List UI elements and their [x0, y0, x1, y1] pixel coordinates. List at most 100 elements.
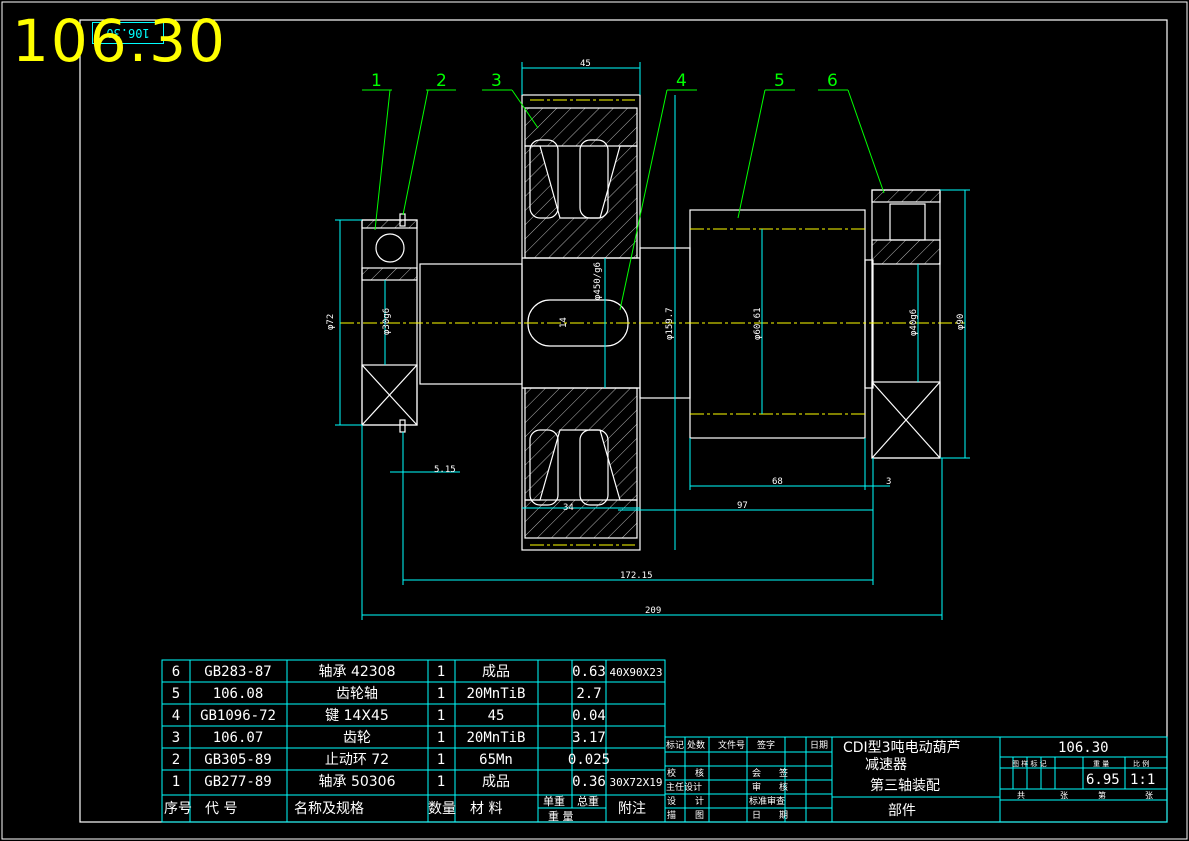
tb-r4a: 设: [667, 796, 676, 807]
tb-r2d: 签: [779, 767, 788, 779]
bom-header-total: 总重: [577, 794, 599, 808]
bom-cell-material: 成品: [482, 774, 510, 790]
dim-6061: φ60.61: [753, 307, 763, 340]
bom-cell-total: 0.63: [572, 664, 606, 680]
product-line-3: 第三轴装配: [870, 777, 940, 794]
part-leaders: [362, 89, 885, 311]
tb-r3a: 主任设计: [666, 781, 702, 793]
tb-weight-header2: 重 量: [1093, 760, 1109, 768]
tb-sheet-total: 共: [1017, 791, 1025, 800]
dim-90: φ90: [956, 314, 966, 330]
bom-header-no: 序号: [164, 801, 192, 817]
bom-cell-total: 3.17: [572, 730, 606, 746]
dim-209: 209: [645, 606, 661, 616]
part-label-4: 4: [676, 71, 687, 91]
dim-172: 172.15: [620, 571, 653, 581]
tb-sheet-no: 张: [1060, 791, 1068, 800]
bom-cell-qty: 1: [437, 774, 445, 790]
tb-ratio-header: 比 例: [1133, 759, 1149, 768]
bom-cell-note: 40X90X23: [610, 666, 663, 679]
dim-72: φ72: [326, 314, 336, 330]
bom-header-note: 附注: [618, 801, 646, 817]
tb-r5c: 日: [752, 810, 761, 821]
bom-cell-material: 45: [488, 708, 505, 724]
part-label-3: 3: [491, 71, 502, 91]
bom-cell-material: 成品: [482, 664, 510, 680]
bom-cell-name: 轴承 50306: [319, 774, 396, 790]
bom-cell-name: 齿轮轴: [336, 686, 378, 702]
bom-cell-no: 6: [172, 664, 180, 680]
tb-r1-0: 标记: [666, 739, 684, 751]
bom-header-unit: 单重: [543, 794, 565, 808]
part-label-6: 6: [827, 71, 838, 91]
tb-r5b: 图: [695, 810, 704, 821]
tb-sheet-word2: 张: [1145, 791, 1153, 800]
bom-cell-qty: 1: [437, 664, 445, 680]
bom-cell-name: 轴承 42308: [319, 664, 396, 680]
tb-r3c: 核: [779, 781, 788, 793]
bom-cell-no: 2: [172, 752, 180, 768]
bom-cell-name: 键 14X45: [325, 708, 389, 724]
bom-cell-total: 0.025: [568, 752, 610, 768]
dim-97: 97: [737, 501, 748, 511]
part-label-2: 2: [436, 71, 447, 91]
dim-450: φ450/g6: [593, 262, 603, 300]
dimension-lines: [335, 62, 970, 620]
dim-34: 34: [563, 503, 574, 513]
part-label-5: 5: [774, 71, 785, 91]
bom-cell-no: 1: [172, 774, 180, 790]
bom-cell-qty: 1: [437, 708, 445, 724]
bom-header-weight: 重 量: [548, 809, 574, 823]
bom-cell-name: 止动环 72: [325, 752, 389, 768]
bom-cell-no: 3: [172, 730, 180, 746]
dim-14: 14: [559, 317, 569, 328]
bom-header-code: 代 号: [205, 801, 237, 817]
bom-row: 2 GB305-89 止动环 72 1 65Mn 0.025: [172, 752, 610, 768]
bom-header-qty: 数量: [428, 801, 456, 817]
tb-r1-3: 签字: [757, 739, 775, 751]
bom-cell-total: 0.36: [572, 774, 606, 790]
bom-cell-code: GB1096-72: [200, 708, 276, 724]
bom-cell-material: 65Mn: [479, 752, 513, 768]
shaft: [419, 209, 874, 439]
tb-r1-4: 日期: [810, 740, 828, 751]
title-block-labels: 标记 处数 文件号 签字 日期 校 核 会 签 主任设计 审 核 设 计 标准审…: [666, 739, 1155, 821]
title-block-drawing-no: 106.30: [1058, 740, 1109, 756]
tb-weight-header: 图 样 标 记: [1012, 759, 1047, 768]
tb-r1-2: 文件号: [718, 739, 745, 751]
tb-weight: 6.95: [1086, 772, 1120, 788]
tb-r3b: 审: [752, 781, 761, 793]
product-line-1: CDⅠ型3吨电动葫芦: [843, 740, 961, 756]
part-label-1: 1: [371, 71, 382, 91]
tb-r4c: 标准审查: [749, 795, 785, 807]
tb-ratio: 1:1: [1130, 772, 1155, 788]
bom-cell-material: 20MnTiB: [466, 686, 525, 702]
bearing-right: [871, 189, 941, 459]
bom-cell-no: 4: [172, 708, 180, 724]
bom-cell-qty: 1: [437, 686, 445, 702]
bom-cell-code: 106.08: [213, 686, 264, 702]
bom-cell-code: GB277-89: [204, 774, 271, 790]
bom-cell-material: 20MnTiB: [466, 730, 525, 746]
bom-cell-total: 2.7: [576, 686, 601, 702]
gear: [521, 94, 641, 551]
bom-header: 序号 代 号 名称及规格 数量 材 料 单重 总重 重 量 附注: [164, 794, 646, 823]
dim-515: 5.15: [434, 465, 456, 475]
drawing-number-title: 106.30: [12, 7, 227, 75]
bom-header-material: 材 料: [470, 801, 502, 817]
tb-r2a: 校: [667, 767, 676, 779]
dim-3: 3: [886, 477, 891, 487]
bom-cell-code: GB305-89: [204, 752, 271, 768]
dim-45: 45: [580, 59, 591, 69]
bom-cell-qty: 1: [437, 752, 445, 768]
title-block-grid: [664, 736, 1168, 823]
dim-30: φ30g6: [382, 308, 392, 335]
bom-cell-total: 0.04: [572, 708, 606, 724]
